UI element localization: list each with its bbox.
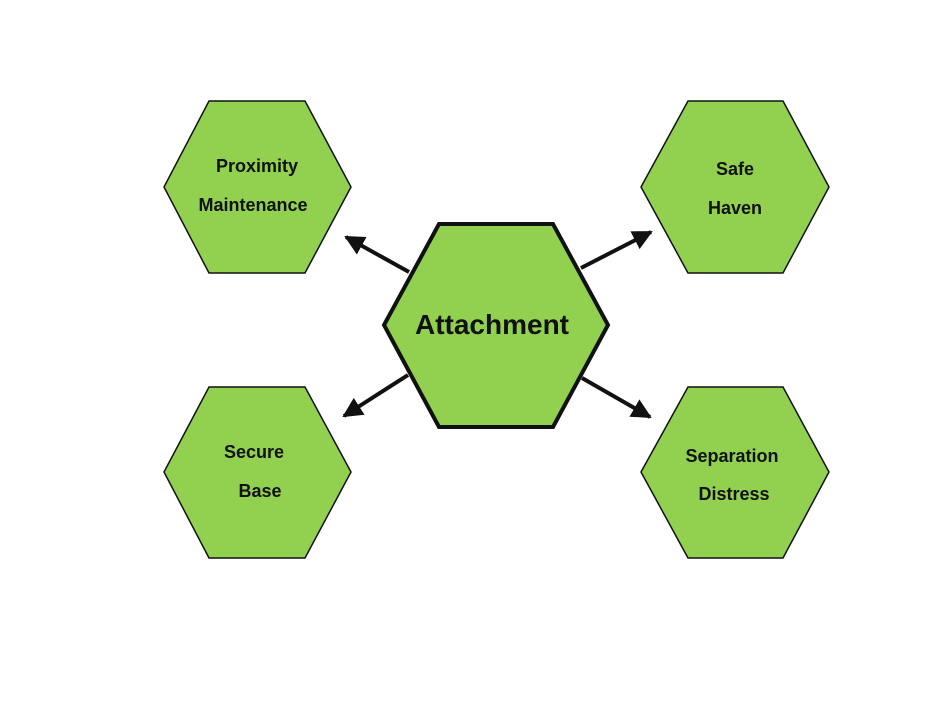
node-label-line-2: Distress	[698, 484, 769, 504]
center-label: Attachment	[415, 309, 569, 340]
node-label-line-2: Base	[238, 481, 281, 501]
hexagon-shape	[163, 386, 352, 559]
node-label-line-1: Safe	[716, 159, 754, 179]
node-safe-haven: Safe Haven	[640, 100, 830, 274]
node-attachment-center: Attachment	[381, 222, 611, 429]
node-separation-distress: Separation Distress	[640, 386, 830, 559]
node-label-line-1: Secure	[224, 442, 284, 462]
center-hexagon-shape	[381, 222, 611, 429]
arrow-to-separation-distress	[581, 376, 652, 419]
arrows	[342, 230, 653, 419]
node-label-line-1: Proximity	[216, 156, 298, 176]
node-label-line-2: Maintenance	[198, 195, 307, 215]
arrow-to-proximity-maintenance	[344, 235, 410, 274]
node-label-line-2: Haven	[708, 198, 762, 218]
hexagon-shape	[163, 100, 352, 274]
hexagon-shape	[640, 100, 830, 274]
node-secure-base: Secure Base	[163, 386, 352, 559]
node-label-line-1: Separation	[685, 446, 778, 466]
hexagon-shape	[640, 386, 830, 559]
arrow-to-secure-base	[342, 373, 410, 418]
arrow-to-safe-haven	[580, 230, 653, 270]
node-proximity-maintenance: Proximity Maintenance	[163, 100, 352, 274]
